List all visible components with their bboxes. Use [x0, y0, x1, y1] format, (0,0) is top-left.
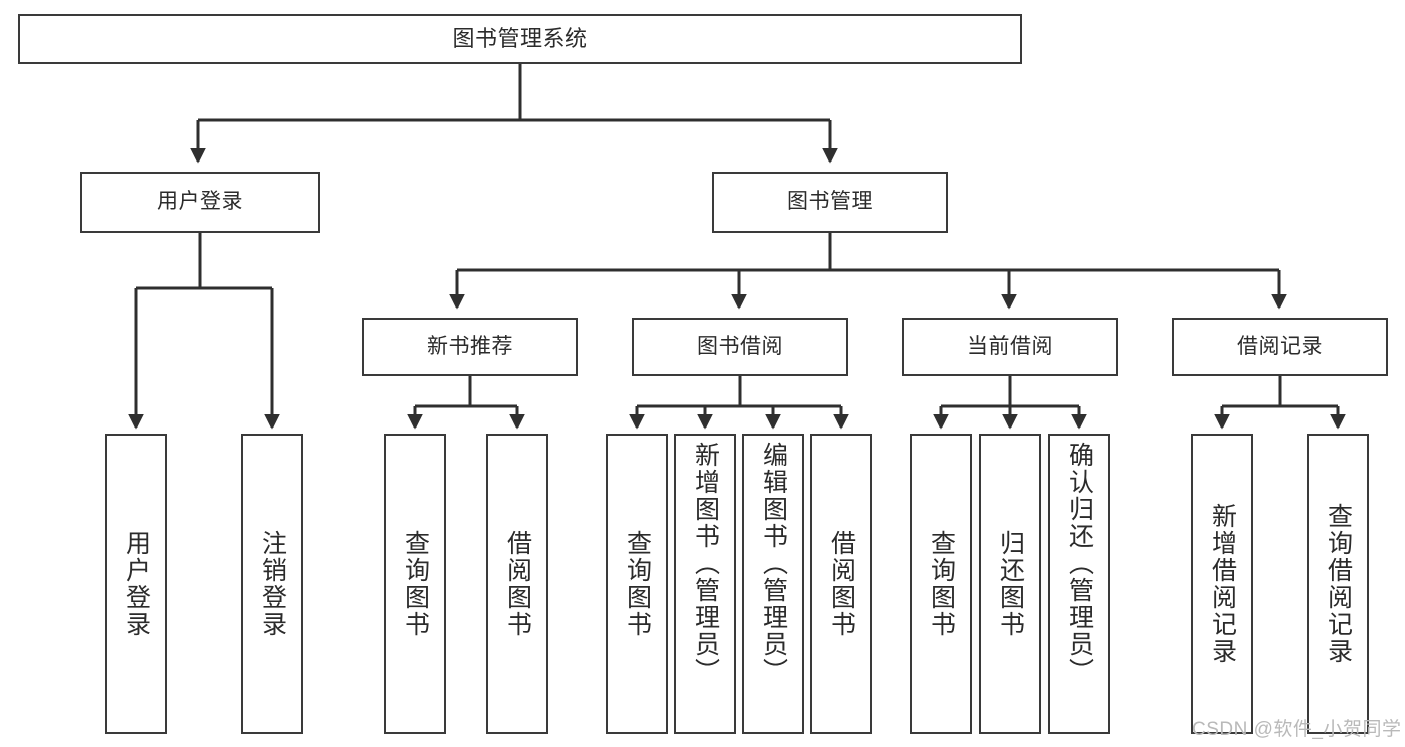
node-new-book-recommend[interactable]: 新书推荐: [362, 318, 578, 376]
leaf-current-borrow-return[interactable]: 归还图书: [979, 434, 1041, 734]
node-label: 借阅图书: [827, 530, 856, 638]
node-current-borrow[interactable]: 当前借阅: [902, 318, 1118, 376]
node-label: 图书管理系统: [452, 26, 588, 52]
node-label: 查询图书: [401, 530, 430, 638]
node-book-borrow[interactable]: 图书借阅: [632, 318, 848, 376]
node-label: 查询图书: [927, 530, 956, 638]
leaf-book-borrow-add[interactable]: 新增图书（管理员）: [674, 434, 736, 734]
node-label: 确认归还（管理员）: [1065, 442, 1094, 685]
node-label: 新书推荐: [427, 334, 513, 358]
node-label: 新增借阅记录: [1208, 503, 1237, 665]
node-label: 归还图书: [996, 530, 1025, 638]
leaf-user-login-login[interactable]: 用户登录: [105, 434, 167, 734]
node-label: 当前借阅: [967, 334, 1053, 358]
leaf-new-book-borrow[interactable]: 借阅图书: [486, 434, 548, 734]
node-user-login[interactable]: 用户登录: [80, 172, 320, 233]
node-label: 用户登录: [157, 190, 243, 214]
node-label: 图书借阅: [697, 334, 783, 358]
node-label: 查询图书: [623, 530, 652, 638]
leaf-current-borrow-query[interactable]: 查询图书: [910, 434, 972, 734]
leaf-borrow-record-query[interactable]: 查询借阅记录: [1307, 434, 1369, 734]
node-root-system[interactable]: 图书管理系统: [18, 14, 1022, 64]
leaf-user-login-logout[interactable]: 注销登录: [241, 434, 303, 734]
node-label: 借阅图书: [503, 530, 532, 638]
leaf-new-book-query[interactable]: 查询图书: [384, 434, 446, 734]
node-label: 注销登录: [258, 530, 287, 638]
leaf-book-borrow-query[interactable]: 查询图书: [606, 434, 668, 734]
node-book-management[interactable]: 图书管理: [712, 172, 948, 233]
leaf-book-borrow-edit[interactable]: 编辑图书（管理员）: [742, 434, 804, 734]
leaf-current-borrow-confirm-return[interactable]: 确认归还（管理员）: [1048, 434, 1110, 734]
leaf-book-borrow-borrow[interactable]: 借阅图书: [810, 434, 872, 734]
node-label: 用户登录: [122, 530, 151, 638]
node-label: 编辑图书（管理员）: [759, 442, 788, 685]
node-label: 借阅记录: [1237, 334, 1323, 358]
leaf-borrow-record-add[interactable]: 新增借阅记录: [1191, 434, 1253, 734]
node-label: 新增图书（管理员）: [691, 442, 720, 685]
watermark: CSDN @软件_小贺同学: [1192, 719, 1402, 740]
node-label: 查询借阅记录: [1324, 503, 1353, 665]
node-borrow-record[interactable]: 借阅记录: [1172, 318, 1388, 376]
node-label: 图书管理: [787, 190, 873, 214]
